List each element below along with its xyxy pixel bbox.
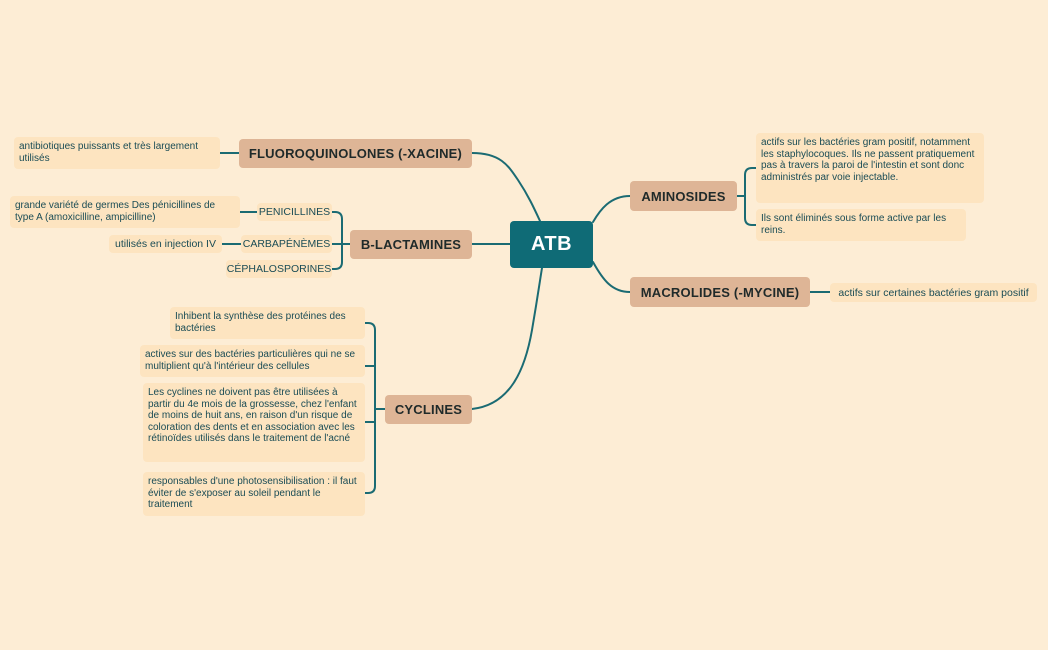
central-topic-atb[interactable]: ATB: [510, 221, 593, 268]
branch-aminosides[interactable]: AMINOSIDES: [630, 181, 737, 211]
note-aminosides-1-text: actifs sur les bactéries gram positif, n…: [761, 137, 975, 183]
subtopic-carbapenemes[interactable]: CARBAPÉNÈMES: [241, 235, 332, 253]
branch-b-lactamines-label: B-LACTAMINES: [360, 237, 462, 252]
note-cyclines-2-text: actives sur des bactéries particulières …: [145, 349, 356, 372]
note-cyclines-3[interactable]: Les cyclines ne doivent pas être utilisé…: [143, 383, 365, 462]
note-carbapenemes[interactable]: utilisés en injection IV: [109, 235, 222, 253]
note-fluoroquinolones[interactable]: antibiotiques puissants et très largemen…: [14, 137, 220, 169]
branch-macrolides-label: MACROLIDES (-MYCINE): [640, 284, 800, 300]
note-cyclines-4[interactable]: responsables d'une photosensibilisation …: [143, 472, 365, 516]
branch-aminosides-label: AMINOSIDES: [641, 188, 726, 204]
subtopic-carbapenemes-label: CARBAPÉNÈMES: [242, 238, 331, 250]
subtopic-penicillines[interactable]: PENICILLINES: [257, 203, 332, 221]
link-central-aminosides: [592, 195, 631, 223]
link-central-macrolides: [592, 261, 631, 293]
link-central-cyclines: [471, 267, 543, 410]
subtopic-cephalosporines-label: CÉPHALOSPORINES: [226, 263, 332, 275]
subtopic-cephalosporines[interactable]: CÉPHALOSPORINES: [226, 260, 332, 278]
note-aminosides-2-text: Ils sont éliminés sous forme active par …: [761, 213, 947, 236]
note-cyclines-2[interactable]: actives sur des bactéries particulières …: [140, 345, 365, 377]
note-aminosides-1[interactable]: actifs sur les bactéries gram positif, n…: [756, 133, 984, 203]
branch-macrolides[interactable]: MACROLIDES (-MYCINE): [630, 277, 810, 307]
link-blact-bracket: [331, 211, 351, 270]
note-macrolides-text: actifs sur certaines bactéries gram posi…: [838, 286, 1029, 299]
note-cyclines-4-text: responsables d'une photosensibilisation …: [148, 476, 357, 510]
note-aminosides-2[interactable]: Ils sont éliminés sous forme active par …: [756, 209, 966, 241]
branch-cyclines[interactable]: CYCLINES: [385, 395, 472, 424]
link-aminosides-bracket: [736, 167, 757, 226]
branch-b-lactamines[interactable]: B-LACTAMINES: [350, 230, 472, 259]
note-penicillines[interactable]: grande variété de germes Des pénicilline…: [10, 196, 240, 228]
branch-fluoroquinolones-label: FLUOROQUINOLONES (-XACINE): [248, 146, 463, 161]
link-cyclines-bracket: [364, 322, 386, 494]
note-carbapenemes-text: utilisés en injection IV: [115, 238, 216, 250]
branch-cyclines-label: CYCLINES: [394, 402, 463, 417]
note-penicillines-text: grande variété de germes Des pénicilline…: [15, 200, 216, 223]
subtopic-penicillines-label: PENICILLINES: [258, 206, 331, 218]
note-cyclines-3-text: Les cyclines ne doivent pas être utilisé…: [148, 387, 357, 444]
link-central-fluoroquinolones: [471, 152, 541, 222]
note-cyclines-1[interactable]: Inhibent la synthèse des protéines des b…: [170, 307, 365, 339]
central-topic-label: ATB: [530, 233, 573, 255]
note-fluoroquinolones-text: antibiotiques puissants et très largemen…: [19, 141, 198, 164]
note-cyclines-1-text: Inhibent la synthèse des protéines des b…: [175, 311, 346, 334]
branch-fluoroquinolones[interactable]: FLUOROQUINOLONES (-XACINE): [239, 139, 472, 168]
note-macrolides[interactable]: actifs sur certaines bactéries gram posi…: [830, 283, 1037, 302]
